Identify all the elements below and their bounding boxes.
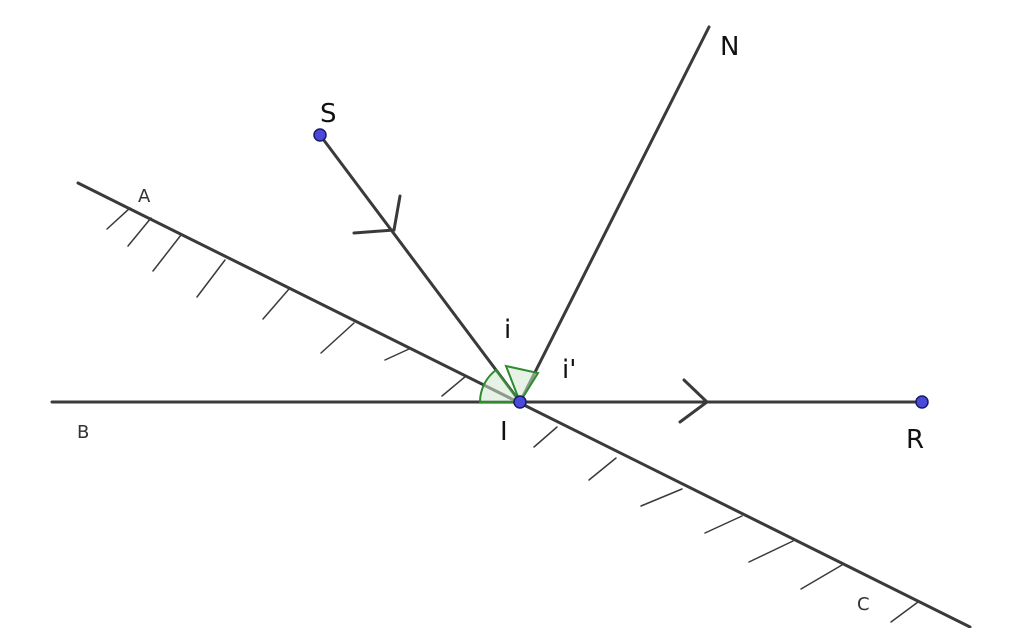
label-angle-i: i [504, 315, 511, 345]
incident-arrow-icon [352, 194, 402, 235]
point-s[interactable] [313, 128, 327, 142]
point-i[interactable] [513, 395, 527, 409]
incident-ray-si [318, 133, 522, 404]
normal-line-in [518, 25, 711, 404]
label-angle-i-prime: i' [562, 355, 576, 385]
label-s: S [320, 99, 337, 129]
angle-i-marker [478, 368, 522, 403]
label-a: A [138, 186, 151, 207]
label-b: B [77, 422, 89, 443]
label-i-point: I [500, 417, 508, 447]
label-c: C [857, 594, 870, 615]
reflected-arrow-icon [678, 378, 710, 424]
point-r[interactable] [915, 395, 929, 409]
mirror-hatching [106, 207, 919, 623]
angle-i-prime-marker [504, 364, 540, 405]
label-n: N [720, 32, 739, 62]
label-r: R [906, 425, 924, 455]
